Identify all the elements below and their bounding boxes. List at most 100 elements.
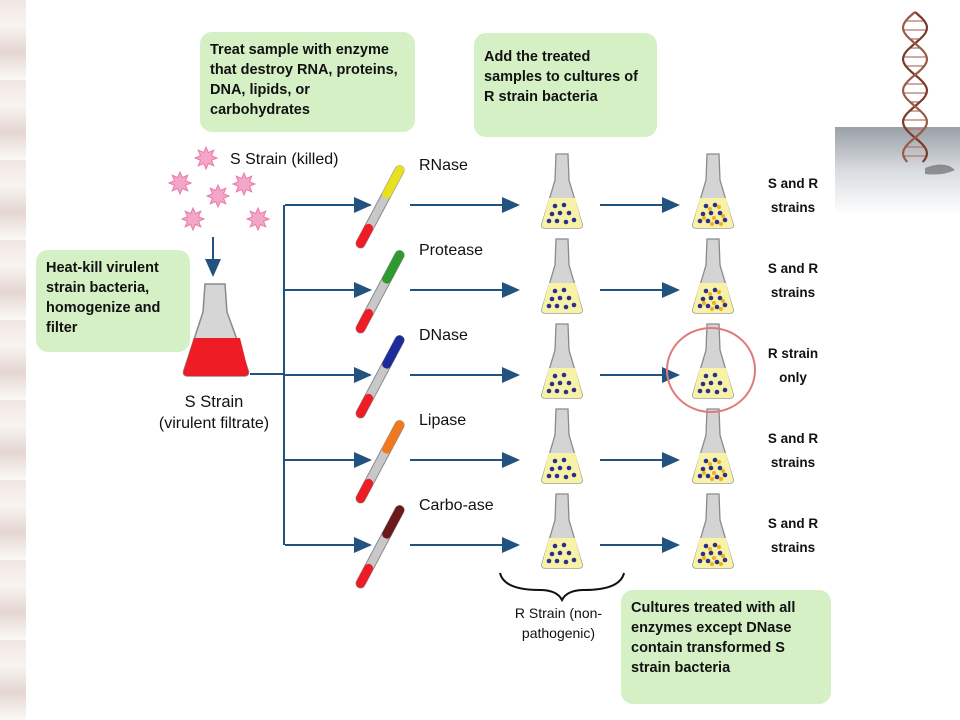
r-bacterium bbox=[705, 303, 711, 309]
killed-bacterium-icon bbox=[231, 171, 257, 197]
r-bacterium bbox=[552, 543, 558, 549]
r-bacterium bbox=[712, 287, 718, 293]
r-bacterium bbox=[557, 380, 563, 386]
r-bacterium bbox=[714, 559, 720, 565]
note-add-samples: Add the treated samples to cultures of R… bbox=[474, 33, 657, 137]
s-bacterium bbox=[718, 561, 724, 567]
r-bacterium bbox=[712, 372, 718, 378]
s-bacterium bbox=[707, 461, 713, 467]
s-bacterium bbox=[709, 221, 715, 227]
s-bacterium bbox=[720, 553, 726, 559]
r-bacterium bbox=[705, 558, 711, 564]
s-bacterium bbox=[720, 468, 726, 474]
r-bacterium bbox=[561, 542, 567, 548]
r-bacterium bbox=[703, 458, 709, 464]
r-bacterium bbox=[549, 296, 555, 302]
r-bacterium bbox=[561, 287, 567, 293]
r-bacterium bbox=[566, 550, 572, 556]
s-bacterium bbox=[701, 300, 707, 306]
s-bacterium bbox=[711, 555, 717, 561]
r-bacterium bbox=[714, 219, 720, 225]
r-bacterium bbox=[563, 559, 569, 565]
r-bacterium bbox=[722, 217, 728, 223]
r-bacterium bbox=[552, 203, 558, 209]
background-texture bbox=[0, 0, 26, 720]
s-bacterium bbox=[709, 561, 715, 567]
r-bacterium bbox=[571, 557, 577, 563]
r-bacterium bbox=[561, 457, 567, 463]
r-bacterium bbox=[722, 557, 728, 563]
r-bacterium bbox=[708, 550, 714, 556]
r-bacterium bbox=[546, 303, 552, 309]
r-bacterium bbox=[554, 558, 560, 564]
r-bacterium bbox=[546, 558, 552, 564]
s-bacterium bbox=[716, 289, 722, 295]
r-bacterium bbox=[697, 558, 703, 564]
r-bacterium bbox=[554, 473, 560, 479]
s-bacterium bbox=[709, 476, 715, 482]
s-bacterium bbox=[716, 544, 722, 550]
r-bacterium bbox=[700, 551, 706, 557]
s-bacterium bbox=[718, 306, 724, 312]
r-bacterium bbox=[549, 551, 555, 557]
killed-bacterium-icon bbox=[180, 206, 206, 232]
r-bacterium bbox=[563, 304, 569, 310]
result-culture-flask bbox=[692, 408, 734, 484]
r-bacterium bbox=[549, 381, 555, 387]
s-bacterium bbox=[711, 470, 717, 476]
r-bacterium bbox=[717, 295, 723, 301]
r-bacterium bbox=[714, 304, 720, 310]
s-strain-title: S Strain bbox=[184, 393, 244, 411]
r-bacterium bbox=[705, 473, 711, 479]
s-bacterium bbox=[701, 555, 707, 561]
r-bacterium bbox=[566, 465, 572, 471]
killed-bacterium-icon bbox=[167, 170, 193, 196]
r-bacterium bbox=[549, 211, 555, 217]
result-culture-flask bbox=[692, 153, 734, 229]
r-bacterium bbox=[712, 457, 718, 463]
enzyme-row bbox=[285, 153, 734, 249]
result-culture-flask bbox=[692, 493, 734, 569]
r-bacterium bbox=[566, 380, 572, 386]
r-bacterium bbox=[717, 465, 723, 471]
r-bacterium bbox=[708, 210, 714, 216]
r-bacterium bbox=[554, 388, 560, 394]
s-bacterium bbox=[707, 546, 713, 552]
r-bacterium bbox=[563, 389, 569, 395]
r-bacterium bbox=[714, 389, 720, 395]
r-bacterium bbox=[563, 219, 569, 225]
s-strain-flask bbox=[182, 283, 250, 377]
r-bacterium bbox=[552, 288, 558, 294]
killed-s-strain-bacteria bbox=[167, 145, 271, 232]
result-label: S and R strains bbox=[767, 516, 819, 555]
r-bacterium bbox=[700, 211, 706, 217]
r-bacterium bbox=[561, 372, 567, 378]
r-bacterium bbox=[697, 303, 703, 309]
r-bacterium bbox=[708, 465, 714, 471]
r-strain-culture-flask bbox=[541, 153, 583, 229]
enzyme-rows bbox=[285, 153, 734, 589]
r-strain-label: R Strain (non-pathogenic) bbox=[514, 605, 603, 641]
note-heat-kill: Heat-kill virulent strain bacteria, homo… bbox=[36, 250, 190, 352]
r-bacterium bbox=[557, 210, 563, 216]
result-label: S and R strains bbox=[767, 431, 819, 470]
note-conclusion: Cultures treated with all enzymes except… bbox=[621, 590, 831, 704]
test-tube-icon bbox=[355, 250, 405, 334]
r-bacterium bbox=[563, 474, 569, 480]
test-tube-icon bbox=[355, 335, 405, 419]
result-label: S and R strains bbox=[767, 176, 819, 215]
r-bacterium bbox=[554, 303, 560, 309]
enzyme-row bbox=[285, 323, 734, 419]
s-bacterium bbox=[720, 298, 726, 304]
enzyme-label: DNase bbox=[419, 327, 468, 344]
killed-bacterium-icon bbox=[193, 145, 219, 171]
r-bacterium bbox=[546, 473, 552, 479]
killed-bacterium-icon bbox=[245, 206, 271, 232]
s-bacterium bbox=[707, 206, 713, 212]
s-bacterium bbox=[716, 204, 722, 210]
r-bacterium bbox=[705, 388, 711, 394]
r-bacterium bbox=[546, 388, 552, 394]
r-strain-brace bbox=[499, 572, 625, 603]
r-bacterium bbox=[571, 302, 577, 308]
r-bacterium bbox=[697, 388, 703, 394]
